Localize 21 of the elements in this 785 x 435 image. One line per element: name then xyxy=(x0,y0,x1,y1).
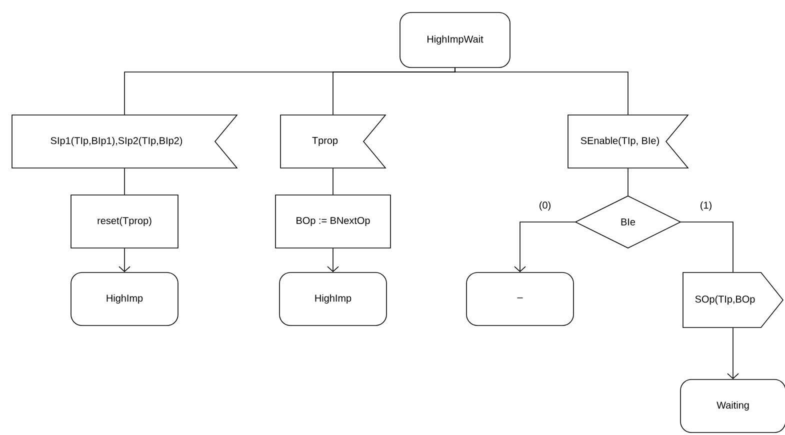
edge-label: (1) xyxy=(698,200,714,212)
arrow xyxy=(118,248,130,272)
connector-line xyxy=(680,222,734,272)
input-signal-box: SIp1(TIp,BIp1),SIp2(TIp,BIp2) xyxy=(12,114,238,168)
edge-label: (0) xyxy=(538,200,552,212)
state-box: – xyxy=(466,272,574,326)
task-box: BOp := BNextOp xyxy=(275,194,391,248)
output-signal-box: SOp(TIp,BOp xyxy=(682,272,784,328)
input-signal-box: SEnable(TIp, BIe) xyxy=(568,114,689,168)
connector-line xyxy=(454,68,628,115)
task-box: reset(Tprop) xyxy=(70,194,178,248)
state-box: HighImp xyxy=(279,272,387,326)
connector-line xyxy=(332,168,334,195)
connector-line xyxy=(124,168,125,195)
input-signal-box: Tprop xyxy=(280,114,386,168)
arrow xyxy=(327,248,339,272)
arrow xyxy=(514,222,576,272)
state-box: HighImpWait xyxy=(400,12,510,68)
state-box: HighImp xyxy=(70,272,178,326)
arrow xyxy=(727,328,739,380)
state-box: Waiting xyxy=(680,379,785,433)
